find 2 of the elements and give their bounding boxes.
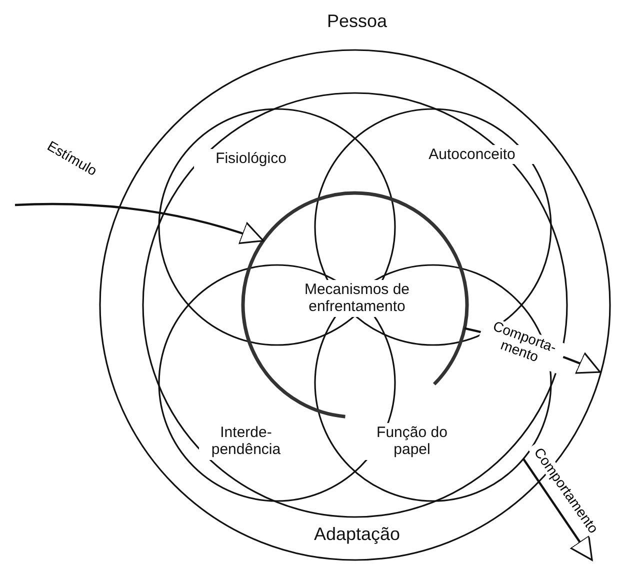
arrow [14,202,264,245]
arrow [522,458,593,561]
